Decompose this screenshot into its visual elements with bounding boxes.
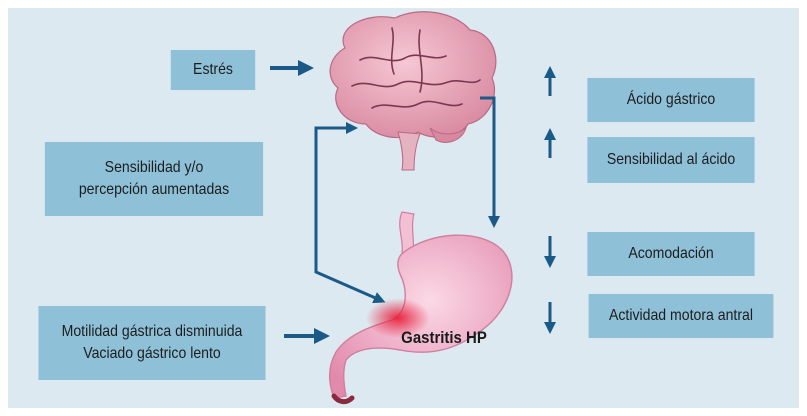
box-actividad-motora-text: Actividad motora antral [609,305,753,327]
box-sensibilidad-percepcion: Sensibilidad y/o percepción aumentadas [45,142,263,216]
box-actividad-motora: Actividad motora antral [589,294,774,338]
box-acomodacion: Acomodación [587,232,754,276]
box-estres: Estrés [171,50,255,90]
box-sensibilidad-acido-text: Sensibilidad al ácido [607,149,735,171]
gastritis-hp-label: Gastritis HP [391,328,497,348]
box-acido-gastrico-text: Ácido gástrico [627,89,715,111]
stomach-icon [330,212,512,402]
box-acomodacion-text: Acomodación [628,243,713,265]
box-sensibilidad-acido: Sensibilidad al ácido [587,137,754,183]
arrow-loop-stomach-brain [316,128,380,300]
box-motilidad: Motilidad gástrica disminuida Vaciado gá… [38,306,265,380]
box-acido-gastrico: Ácido gástrico [587,78,754,122]
box-sensibilidad-percepcion-text: Sensibilidad y/o percepción aumentadas [79,157,229,200]
box-motilidad-text: Motilidad gástrica disminuida Vaciado gá… [62,321,243,364]
brain-icon [330,12,496,170]
box-estres-text: Estrés [193,59,233,81]
